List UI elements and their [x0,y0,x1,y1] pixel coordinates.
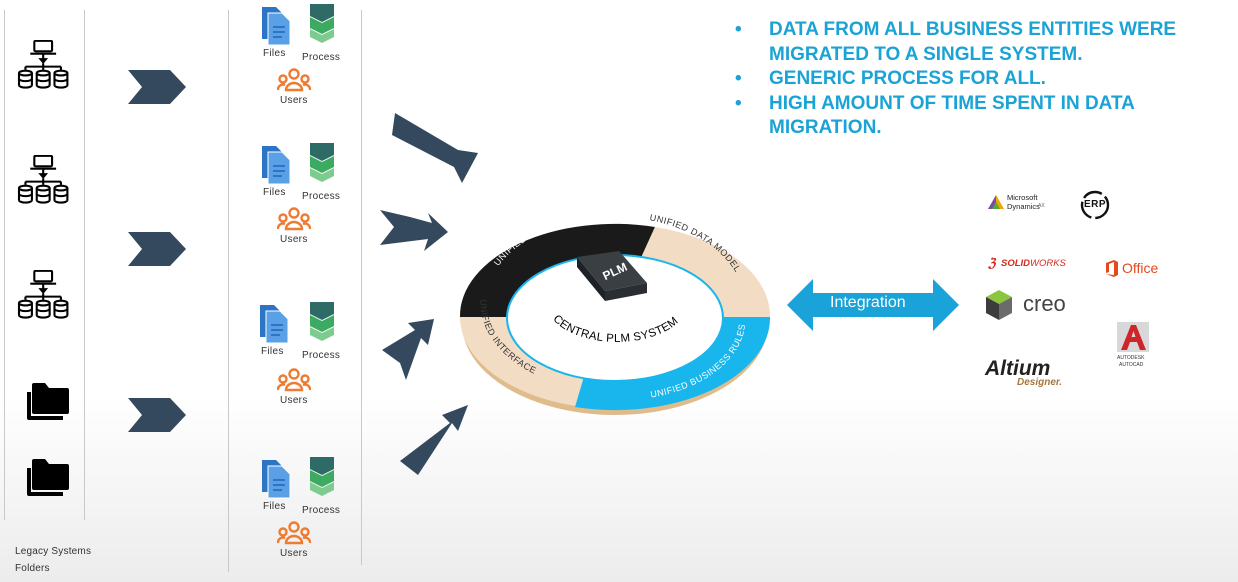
legacy-left-line [4,10,5,520]
bullet-item: GENERIC PROCESS FOR ALL. [735,67,1235,92]
integration-arrow [787,279,959,331]
files-icon [262,460,291,499]
process-icon [310,457,334,496]
users-icon [277,521,311,545]
legacy-system-icon [17,40,69,89]
microsoft-dynamics-logo: Microsoft Dynamics AX [987,190,1057,218]
dynamics-suffix: AX [1038,203,1045,209]
resource-group: Files Process Users [255,455,375,565]
altium-designer-text: Designer. [1017,377,1063,388]
autocad-text: AUTOCAD [1119,362,1144,368]
converging-arrows [380,113,478,475]
users-icon [277,368,311,392]
process-label: Process [302,191,341,202]
process-label: Process [302,52,341,63]
users-label: Users [280,234,308,245]
files-label: Files [263,48,286,59]
process-icon [310,143,334,182]
folders-label: Folders [15,563,50,574]
autocad-logo: AUTODESK AUTOCAD [1109,322,1159,374]
creo-cube-icon [986,290,1012,320]
resource-group: Files Process Users [253,300,373,410]
erp-logo: ERP [1078,188,1112,222]
dynamics-text: Dynamics [1007,202,1040,211]
office-mark-icon [1106,260,1118,277]
process-icon [310,302,334,341]
folder-icon [27,459,69,496]
ds-mark-icon: ℨ [988,256,996,270]
users-icon [277,207,311,231]
process-label: Process [302,505,341,516]
users-icon [277,68,311,92]
chevron-arrow [128,70,186,104]
legacy-system-icon [17,270,69,319]
legacy-system-icon [17,155,69,204]
files-label: Files [263,501,286,512]
files-icon [260,305,289,344]
office-text: Office [1122,260,1159,276]
users-label: Users [280,395,308,406]
creo-text: creo [1023,291,1066,316]
legacy-systems-label: Legacy Systems [15,546,92,557]
chevron-arrow [128,232,186,266]
files-label: Files [261,346,284,357]
users-label: Users [280,548,308,559]
chevron-arrow [128,398,186,432]
groups-left-line [228,10,229,572]
legacy-right-line [84,10,85,520]
autocad-a-icon [1117,322,1149,352]
resource-group: Files Process Users [255,2,375,112]
groups-right-line [361,10,362,565]
creo-logo: creo [985,289,1085,323]
solidworks-logo: ℨ SOLID WORKS [988,256,1073,274]
folder-icon [27,383,69,420]
bullet-item: HIGH AMOUNT OF TIME SPENT IN DATA MIGRAT… [735,92,1235,141]
users-label: Users [280,95,308,106]
autodesk-text: AUTODESK [1117,355,1145,361]
resource-group: Files Process Users [255,141,375,251]
process-icon [310,4,334,43]
plm-chip-icon: PLM [577,251,647,301]
microsoft-text: Microsoft [1007,193,1038,202]
bullet-item: DATA FROM ALL BUSINESS ENTITIES WERE MIG… [735,18,1235,67]
integration-label: Integration [830,294,906,311]
central-plm-ring: UNIFIED PROCESS UNIFIED DATA MODEL UNIFI… [459,212,771,415]
summary-bullets: DATA FROM ALL BUSINESS ENTITIES WERE MIG… [735,18,1235,141]
office-logo: Office [1105,259,1175,279]
files-icon [262,7,291,46]
files-label: Files [263,187,286,198]
altium-logo: Altium Designer. [985,357,1075,391]
solidworks-prefix: SOLID [1001,258,1031,269]
erp-ring-icon [1080,190,1110,220]
altium-text: Altium [985,357,1051,380]
files-icon [262,146,291,185]
process-label: Process [302,350,341,361]
solidworks-suffix: WORKS [1030,258,1066,269]
erp-text: ERP [1084,199,1107,210]
dynamics-mark-icon [988,195,1004,209]
